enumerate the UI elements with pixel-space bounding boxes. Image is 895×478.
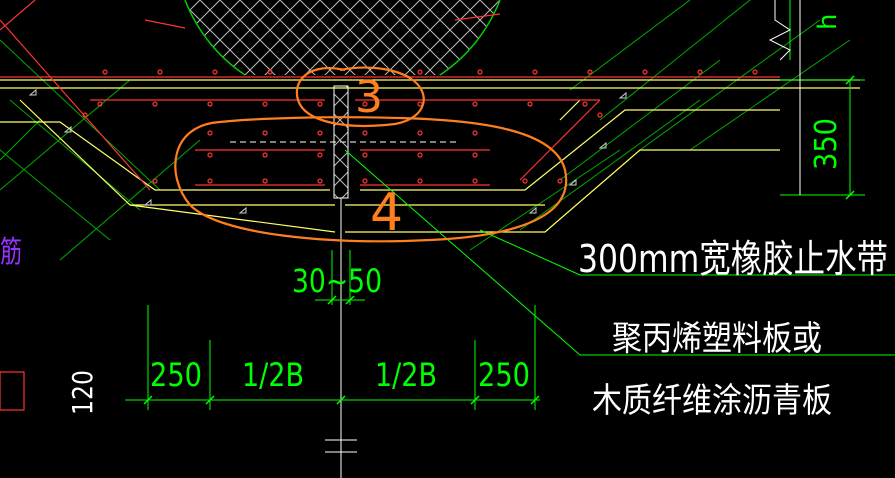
dim-right-half: 1/2B bbox=[375, 356, 437, 394]
dimension-ticks bbox=[143, 75, 855, 405]
dim-left-half: 1/2B bbox=[242, 356, 304, 394]
waterstop-label: 300mm宽橡胶止水带 bbox=[578, 237, 888, 281]
markup-circles bbox=[174, 66, 568, 243]
dimension-lines bbox=[125, 0, 865, 410]
filler-label-line1: 聚丙烯塑料板或 bbox=[612, 319, 822, 359]
dim-right-edge: 250 bbox=[478, 356, 530, 394]
markup-number-4: 4 bbox=[370, 183, 403, 243]
hatched-column-section bbox=[184, 0, 501, 76]
top-right-partial-label: h bbox=[813, 14, 843, 30]
rebar-dots bbox=[82, 69, 758, 184]
dim-left-edge: 250 bbox=[150, 356, 202, 394]
triangle-marks bbox=[28, 88, 627, 214]
left-red-box bbox=[0, 371, 25, 411]
slab-outline bbox=[0, 79, 860, 233]
markup-number-3: 3 bbox=[355, 72, 383, 123]
diagonal-hatch-lines bbox=[0, 0, 851, 261]
dim-vertical-right: 350 bbox=[809, 118, 844, 170]
joint-filler bbox=[333, 85, 349, 199]
leader-lines bbox=[344, 149, 895, 356]
dim-vertical-bottom: 120 bbox=[66, 370, 99, 415]
filler-label-line2: 木质纤维涂沥青板 bbox=[592, 381, 832, 421]
rebar-lines bbox=[0, 0, 780, 191]
left-partial-label: 筋 bbox=[0, 235, 22, 270]
right-edge-lines bbox=[768, 0, 801, 195]
centerline bbox=[325, 198, 357, 478]
joint-gap-dimension: 30~50 bbox=[292, 262, 382, 300]
